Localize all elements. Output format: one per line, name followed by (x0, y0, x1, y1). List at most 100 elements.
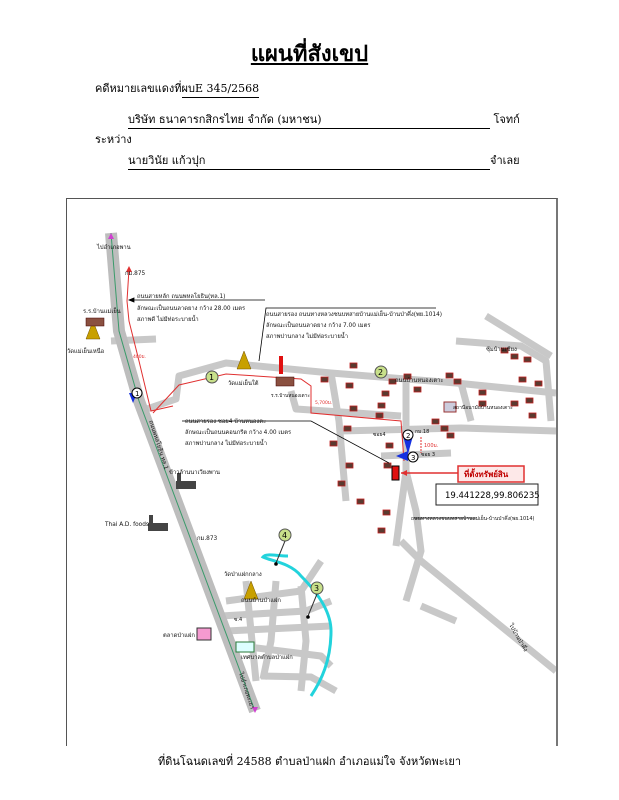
km873-label: กม.873 (197, 536, 218, 542)
temple-icon (85, 320, 101, 340)
house-icon (345, 462, 354, 469)
main-road-note-3: สภาพดี ไม่มีท่อระบายน้ำ (137, 314, 199, 323)
svg-text:3: 3 (314, 584, 319, 593)
wat-maeyen-tai-label: วัดแม่เย็นใต้ (228, 378, 259, 387)
route-line-2 (152, 373, 405, 462)
house-icon (377, 527, 386, 534)
svg-text:4: 4 (282, 531, 287, 540)
house-icons (320, 347, 543, 534)
house-icon (528, 412, 537, 419)
school-maeyen-label: ร.ร.บ้านแม่เย็น (83, 306, 121, 315)
temple-icons (85, 320, 259, 600)
case-label: คดีหมายเลขแดงที่ (95, 82, 182, 95)
page-title: แผนที่สังเขป (250, 41, 369, 67)
house-icon (431, 418, 440, 425)
defendant-role: จำเลย (490, 154, 520, 167)
house-icon (525, 397, 534, 404)
house-icon (329, 440, 338, 447)
house-icon (345, 382, 354, 389)
coordinates[interactable]: 19.441228,99.806235 (445, 491, 540, 501)
property-marker[interactable] (391, 465, 400, 481)
house-icon (510, 400, 519, 407)
map-canvas: 2 3 1 1 2 3 4 ไปอำเภอพาน กม.875 ถนนสายหล… (67, 232, 559, 714)
plaintiff-name: บริษัท ธนาคารกสิกรไทย จำกัด (มหาชน) (128, 110, 490, 129)
health-station-label: สถานีอนามัยบ้านหนองเตาะ (453, 404, 513, 411)
health-station-icon (443, 401, 457, 413)
house-icon (356, 498, 365, 505)
house-icon (518, 376, 527, 383)
secondary-road-note-1: ถนนสายรอง ถนนทางหลวงชนบทสายบ้านแม่เย็น-บ… (266, 309, 442, 318)
house-icon (349, 362, 358, 369)
stream (260, 553, 333, 697)
property-label: ที่ตั้งทรัพย์สิน (464, 468, 509, 479)
position-marker-2-3-icon (396, 436, 413, 461)
village-north-label: ซุ้มบ้านเชียง (486, 346, 517, 353)
km875-label: กม.875 (125, 271, 146, 277)
marker-2-label: 2 (406, 432, 410, 440)
factory-icon (176, 481, 196, 489)
house-icon (343, 425, 352, 432)
school-nongtao-label: ร.ร.บ้านหนองเตาะ (271, 392, 310, 399)
house-icon (534, 380, 543, 387)
house-icon (440, 425, 449, 432)
house-icon (413, 386, 422, 393)
house-icon (320, 376, 329, 383)
marker-1-circle (131, 387, 143, 399)
to-phan-label: ไปอำเภอพาน (96, 243, 131, 251)
bridge-icon (279, 356, 283, 374)
soi-note-3: สภาพปานกลาง ไม่มีท่อระบายน้ำ (185, 438, 267, 447)
svg-text:1: 1 (209, 373, 214, 382)
dist-400-label: 400ม. (133, 354, 146, 360)
house-icon (523, 356, 532, 363)
marker-1-label: 1 (135, 390, 139, 398)
plaintiff-line: บริษัท ธนาคารกสิกรไทย จำกัด (มหาชน) โจทก… (128, 110, 520, 129)
soi4-road (392, 381, 410, 547)
main-road-note-1: ถนนสายหลัก ถนนพหลโยธิน(ทล.1) (137, 292, 225, 300)
house-icon (510, 353, 519, 360)
thai-ad-label: Thai A.D. foods (104, 522, 149, 528)
soi-s4-label: ซ.4 (234, 617, 242, 623)
factory-icon (148, 523, 168, 531)
house-icon (349, 405, 358, 412)
property-label-box (457, 465, 525, 483)
case-number-line: คดีหมายเลขแดงที่ ผบE 345/2568 (95, 79, 260, 98)
secondary-road-note-2: ลักษณะเป็นถนนลาดยาง กว้าง 7.00 เมตร (266, 320, 370, 329)
municipality-label: เทศบาลตำบลป่าแฝก (241, 654, 293, 661)
house-icon (403, 373, 412, 380)
house-icon (478, 389, 487, 396)
house-icon (385, 442, 394, 449)
case-number: ผบE 345/2568 (181, 79, 260, 98)
soi-note-2: ลักษณะเป็นถนนคอนกรีต กว้าง 4.00 เมตร (185, 427, 291, 436)
temple-icon (243, 580, 259, 600)
house-icon (382, 509, 391, 516)
lane-road (327, 372, 350, 502)
north-arrow-icon (108, 233, 114, 239)
house-icon (445, 372, 454, 379)
plaintiff-role: โจทก์ (493, 113, 520, 126)
soi-note-1: ถนนสายรอง ซอย4 บ้านหนองตะ (185, 418, 266, 425)
route-arrow-icon (126, 266, 132, 272)
sketch-map: 2 3 1 1 2 3 4 ไปอำเภอพาน กม.875 ถนนสายหล… (66, 198, 559, 746)
house-icon (375, 412, 384, 419)
main-road-note-2: ลักษณะเป็นถนนลาดยาง กว้าง 28.00 เมตร (137, 303, 245, 312)
south-arrow-icon (252, 707, 258, 713)
defendant-name: นายวินัย แก้วปุก (128, 151, 490, 170)
between-label: ระหว่าง (95, 133, 132, 146)
house-icon (381, 390, 390, 397)
road-nongtao-label: ถนนบ้านหนองเตาะ (395, 377, 444, 384)
house-icon (453, 378, 462, 385)
road-pafaek-label: ถนนบ้านป่าแฝก (241, 597, 281, 604)
wat-maeyen-nuea-label: วัดแม่เย็นเหนือ (67, 346, 104, 355)
rural-road-note: ถนนทางหลวงชนบทสายบ้านแม่เย็น-บ้านป่าคึ่ง… (411, 514, 535, 522)
temple-icon (236, 350, 252, 370)
market-label: ตลาดป่าแฝก (163, 632, 195, 639)
municipality-icon (235, 641, 255, 653)
dist-5700-label: 5,700ม. (315, 400, 332, 406)
soi3-label: ซอย 3 (421, 452, 435, 458)
svg-text:2: 2 (378, 368, 383, 377)
house-icon (383, 462, 392, 469)
market-icon (196, 627, 212, 641)
wat-pafaek-label: วัดป่าแฝกกลาง (224, 570, 262, 578)
house-icon (500, 347, 509, 354)
km18-label: กม.18 (415, 429, 429, 435)
